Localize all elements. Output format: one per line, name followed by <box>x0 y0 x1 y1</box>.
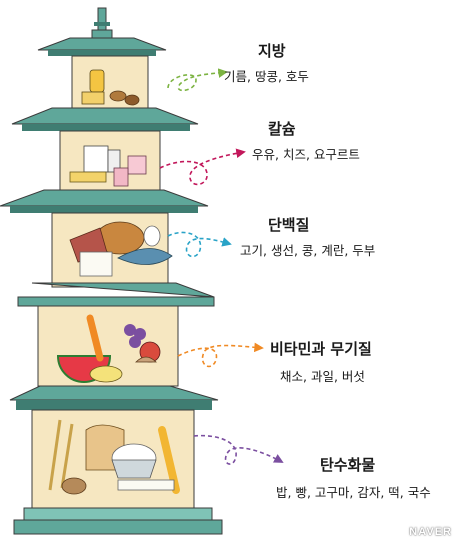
tier-items-protein: 고기, 생선, 콩, 계란, 두부 <box>240 243 376 258</box>
tier-items-carb: 밥, 빵, 고구마, 감자, 떡, 국수 <box>276 485 431 500</box>
tier-items-vitamin: 채소, 과일, 버섯 <box>280 369 365 384</box>
tier-title-fat: 지방 <box>258 42 286 60</box>
tier-title-calcium: 칼슘 <box>268 120 296 138</box>
carb-foods-illustration <box>48 419 180 495</box>
fat-foods-illustration <box>81 69 140 106</box>
vitamin-foods-illustration <box>56 314 161 383</box>
naver-watermark: NAVER <box>409 526 452 538</box>
pagoda-spire <box>91 7 113 39</box>
arrow-calcium <box>159 148 246 186</box>
arrow-carb <box>193 434 284 465</box>
tier-vitamin <box>17 282 215 387</box>
tier-fat <box>37 37 167 111</box>
tier-title-protein: 단백질 <box>268 216 310 234</box>
arrow-fat <box>167 68 228 92</box>
protein-foods-illustration <box>69 221 173 277</box>
calcium-foods-illustration <box>69 145 147 187</box>
tier-items-calcium: 우유, 치즈, 요구르트 <box>252 147 360 162</box>
arrow-vitamin <box>177 342 264 368</box>
tier-items-fat: 기름, 땅콩, 호두 <box>224 69 309 84</box>
tier-protein <box>0 189 209 288</box>
tier-calcium <box>11 107 199 194</box>
tier-title-carb: 탄수화물 <box>320 456 376 474</box>
tier-title-vitamin: 비타민과 무기질 <box>270 340 372 358</box>
pagoda-base <box>13 507 223 535</box>
arrow-protein <box>167 231 232 258</box>
tier-carb <box>9 385 219 509</box>
